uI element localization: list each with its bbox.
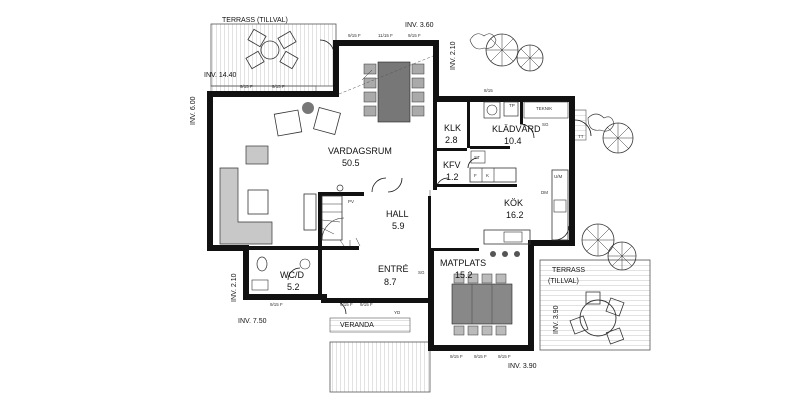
plant-icon <box>581 223 637 271</box>
room-area: 10.4 <box>504 136 522 146</box>
fixture-label: SG <box>418 270 425 275</box>
room-name: WC/D <box>280 270 304 280</box>
window-label: 8/15 <box>484 88 493 93</box>
room-area: 2.8 <box>445 135 458 145</box>
room-area: 5.9 <box>392 221 405 231</box>
room-name: VARDAGSRUM <box>328 146 392 156</box>
terrace-right-label-sub: (TILLVAL) <box>548 278 579 285</box>
fixture-label: PV <box>348 199 354 204</box>
dimension-label: INV. 7.50 <box>238 318 267 325</box>
room-area: 16.2 <box>506 210 524 220</box>
fixture-label: SG <box>542 122 549 127</box>
dimension-label: INV. 14.40 <box>204 72 237 79</box>
room-name: HALL <box>386 209 409 219</box>
room-area: 5.2 <box>287 282 300 292</box>
living-furniture <box>219 102 361 247</box>
room-name: MATPLATS <box>440 258 486 268</box>
dimension-label: INV. 6.00 <box>190 96 197 125</box>
room-wc: WC/D 5.2 <box>280 270 304 292</box>
fixture-label: TEKNIK <box>536 106 552 111</box>
terrace-top <box>210 23 337 95</box>
window-label: 9/15 F <box>450 354 463 359</box>
wc-fixtures <box>251 256 311 291</box>
dimension-label: INV. 2.10 <box>450 41 457 70</box>
room-area: 15.2 <box>455 270 473 280</box>
room-kladvard: KLÄDVÅRD 10.4 <box>492 124 541 146</box>
window-label: 9/15 F <box>340 302 353 307</box>
fixture-label: DM <box>541 190 548 195</box>
room-klk: KLK 2.8 <box>444 123 461 145</box>
terrace-right-label: TERRASS <box>552 267 585 274</box>
room-name: KLÄDVÅRD <box>492 124 541 134</box>
room-area: 1.2 <box>446 172 459 182</box>
dimension-label: INV. 3.90 <box>508 363 537 370</box>
fixture-label: YD <box>394 310 401 315</box>
window-label: 11/15 F <box>378 33 393 38</box>
room-kfv: KFV 1.2 <box>443 160 461 182</box>
room-name: KLK <box>444 123 461 133</box>
room-matplats: MATPLATS 15.2 <box>440 258 486 280</box>
fixture-label: F <box>474 173 477 178</box>
dimension-label: INV. 3.90 <box>553 305 560 334</box>
outer-walls <box>207 40 575 351</box>
window-label: 9/15 F <box>272 84 285 89</box>
room-name: KFV <box>443 160 461 170</box>
window-label: 9/15 F <box>270 302 283 307</box>
laundry-fixtures <box>470 101 569 164</box>
top-dining-furniture <box>361 61 425 123</box>
door-swings <box>287 39 592 315</box>
matplats-furniture <box>451 273 513 336</box>
kitchen-fixtures <box>469 167 569 257</box>
plant-icon <box>587 113 634 154</box>
window-label: 9/15 F <box>408 33 421 38</box>
room-vardagsrum: VARDAGSRUM 50.5 <box>328 146 392 168</box>
dimension-label: INV. 3.60 <box>405 22 434 29</box>
veranda-label: VERANDA <box>340 322 374 329</box>
window-label: 9/15 F <box>474 354 487 359</box>
window-label: 9/15 F <box>360 302 373 307</box>
dimension-label: INV. 2.10 <box>231 273 238 302</box>
window-label: 9/15 F <box>348 33 361 38</box>
terrace-right <box>539 259 651 351</box>
room-name: KÖK <box>504 198 523 208</box>
terrace-right-furniture <box>569 291 625 345</box>
room-area: 50.5 <box>342 158 360 168</box>
room-name: ENTRÉ <box>378 264 409 274</box>
room-entre: ENTRÉ 8.7 <box>378 264 409 287</box>
terrace-bottom <box>329 317 431 393</box>
room-kok: KÖK 16.2 <box>504 198 524 220</box>
fixture-label: TP <box>509 103 515 108</box>
fixture-label: ST <box>474 155 480 160</box>
room-area: 8.7 <box>384 277 397 287</box>
window-label: 9/15 F <box>498 354 511 359</box>
fixture-label: TT <box>578 134 584 139</box>
window-label: 9/15 F <box>240 84 253 89</box>
terrace-top-label: TERRASS (TILLVAL) <box>222 17 288 24</box>
fixture-label: U/M <box>554 174 563 179</box>
room-hall: HALL 5.9 <box>386 209 409 231</box>
inner-walls <box>249 102 523 294</box>
terrace-top-furniture <box>245 28 299 70</box>
plant-icon <box>469 33 544 72</box>
fixture-label: K <box>486 173 489 178</box>
